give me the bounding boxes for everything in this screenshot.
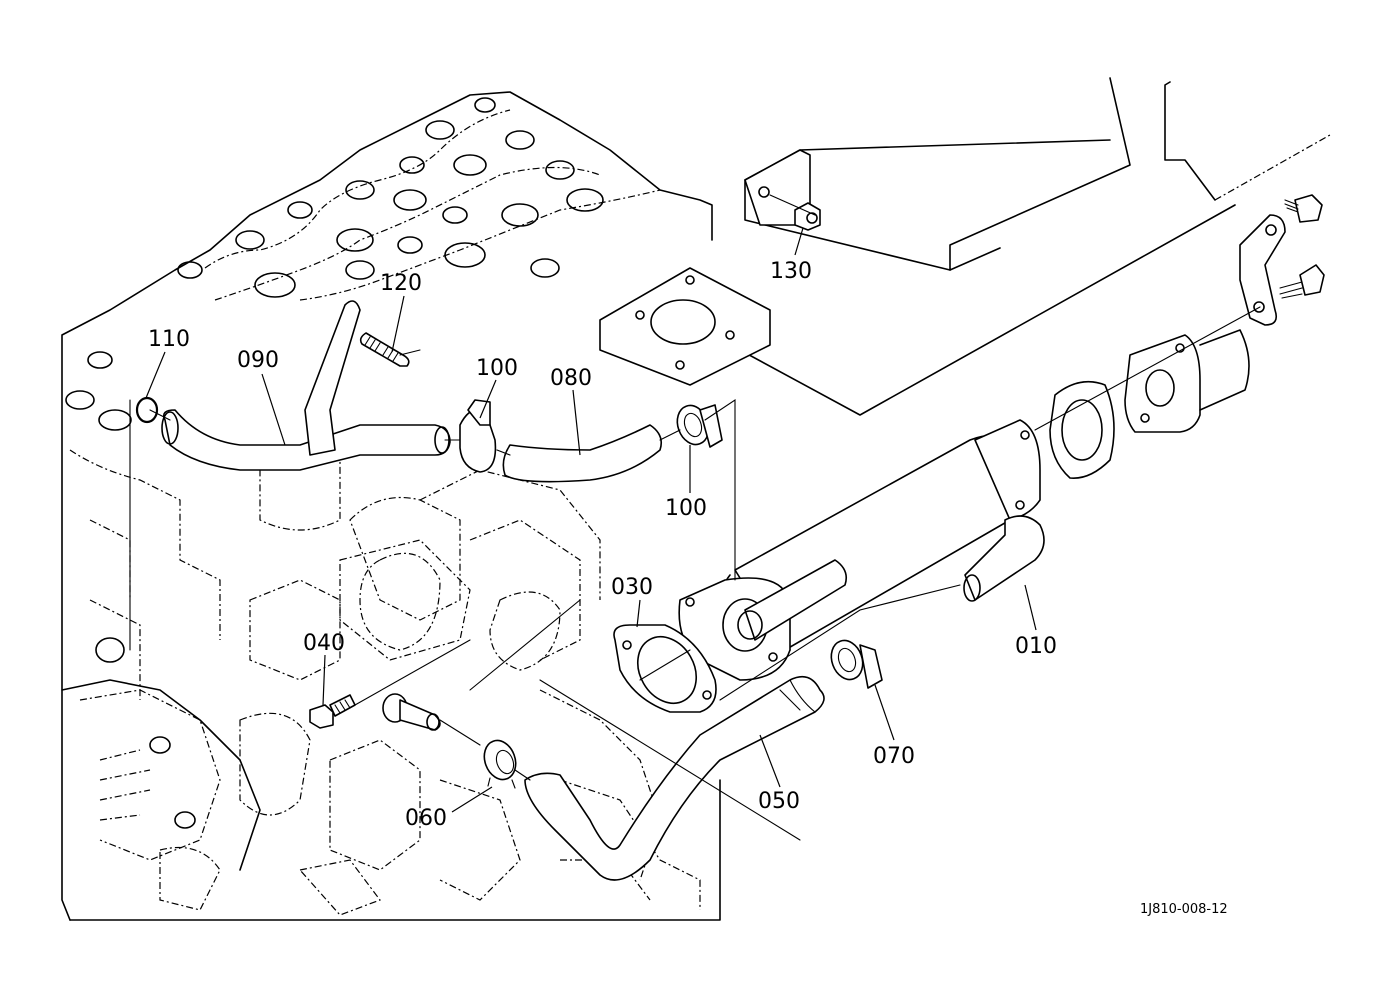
drawing-code: 1J810-008-12 [1140, 902, 1228, 917]
part-040-bolt [309, 694, 356, 729]
part-120-stud [359, 332, 410, 367]
far-gaskets [1034, 194, 1325, 479]
part-110-o-ring [135, 396, 159, 424]
callout-030: 030 [611, 575, 653, 600]
part-030-gasket [613, 624, 717, 713]
egr-cooler [678, 419, 1045, 681]
bracket-bolt-lower [1279, 264, 1325, 299]
part-100-clamp-left [459, 399, 497, 473]
callout-040: 040 [303, 631, 345, 656]
bracket-bolt-upper [1284, 194, 1323, 223]
assembly-lines [129, 194, 961, 841]
callout-080: 080 [550, 366, 592, 391]
part-100-clamp-right [676, 404, 723, 448]
callout-100-left: 100 [476, 356, 518, 381]
callout-110: 110 [148, 327, 190, 352]
water-outlet-nipple [382, 693, 441, 731]
callout-050: 050 [758, 789, 800, 814]
callout-leaders [145, 227, 1037, 813]
part-050-hose [524, 675, 825, 881]
part-080-hose [502, 424, 663, 483]
head-holes [65, 97, 604, 431]
part-070-clamp [830, 639, 883, 689]
engine-block [61, 91, 721, 921]
part-090-pipe [161, 300, 451, 471]
callout-060: 060 [405, 806, 447, 831]
part-130-nut [794, 202, 821, 231]
callout-010: 010 [1015, 634, 1057, 659]
callout-090: 090 [237, 348, 279, 373]
callout-070: 070 [873, 744, 915, 769]
exhaust-manifold-outline [599, 77, 1331, 416]
callout-120: 120 [380, 271, 422, 296]
callout-100-right: 100 [665, 496, 707, 521]
callout-labels: 110 090 120 100 080 100 130 030 010 070 … [148, 259, 1228, 917]
callout-130: 130 [770, 259, 812, 284]
part-060-clamp [483, 739, 517, 789]
